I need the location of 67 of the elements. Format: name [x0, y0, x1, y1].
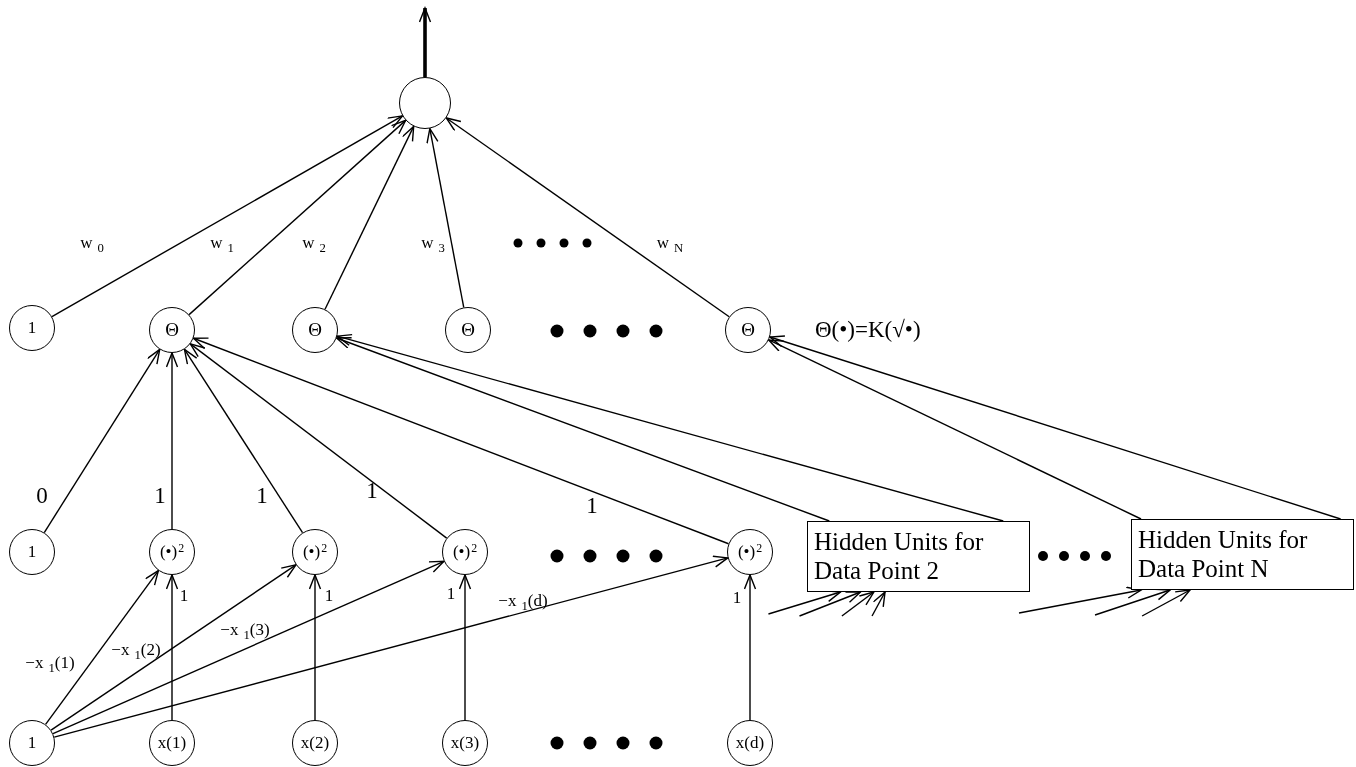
- arrow: [458, 574, 472, 721]
- edge-label: −x$_{1}$(d): [498, 592, 548, 614]
- arrow: [335, 337, 830, 522]
- arrow: [50, 564, 297, 731]
- arrow: [768, 339, 1142, 520]
- edge-label: 1: [366, 478, 378, 502]
- edge-label: w$_{2}$: [302, 234, 326, 256]
- output-circle: [399, 77, 451, 129]
- arrow: [871, 591, 886, 617]
- unit-circle: 1: [9, 305, 55, 351]
- hidden-units-box: Hidden Units for Data Point N: [1131, 519, 1354, 590]
- unit-circle: Θ: [292, 307, 338, 353]
- arrow: [841, 591, 875, 617]
- edge-label: −x$_{1}$(1): [25, 654, 75, 676]
- unit-circle: 1: [9, 529, 55, 575]
- arrow: [52, 560, 445, 735]
- arrow: [769, 335, 1342, 520]
- arrow: [165, 352, 179, 530]
- arrow: [51, 115, 404, 318]
- arrow: [44, 569, 160, 726]
- arrow: [43, 348, 161, 534]
- arrow: [189, 343, 448, 539]
- edge-label: 1: [446, 584, 456, 602]
- arrow: [192, 337, 730, 545]
- arrow: [336, 333, 1004, 522]
- edge-label: 1: [154, 483, 166, 507]
- arrow: [188, 119, 407, 316]
- edge-label: 1: [586, 493, 598, 517]
- arrow: [445, 117, 730, 318]
- unit-circle: x(3): [442, 720, 488, 766]
- edge-label: 1: [256, 483, 268, 507]
- arrow: [53, 555, 729, 738]
- arrow: [798, 591, 862, 617]
- unit-circle: Θ: [725, 307, 771, 353]
- unit-circle: x(d): [727, 720, 773, 766]
- arrow: [1141, 589, 1191, 617]
- edge-label: 0: [36, 483, 48, 507]
- unit-circle: (•)$^{2}$: [727, 529, 773, 575]
- arrow: [426, 127, 465, 309]
- edge-label: −x$_{1}$(3): [220, 621, 270, 643]
- unit-circle: Θ: [445, 307, 491, 353]
- arrow: [324, 125, 415, 310]
- arrow: [183, 348, 304, 534]
- unit-circle: (•)$^{2}$: [442, 529, 488, 575]
- hidden-units-box: Hidden Units for Data Point 2: [807, 521, 1030, 592]
- arrow: [1018, 586, 1142, 614]
- arrow: [743, 574, 757, 721]
- arrow: [308, 574, 322, 721]
- unit-circle: 1: [9, 720, 55, 766]
- edge-label: −x$_{1}$(2): [111, 641, 161, 663]
- arrow: [165, 574, 179, 721]
- edge-label: w$_{N}$: [656, 234, 684, 256]
- unit-circle: Θ: [149, 307, 195, 353]
- edge-label: w$_{0}$: [80, 234, 104, 256]
- arrow: [767, 590, 842, 615]
- edge-label: 1: [732, 588, 742, 606]
- edge-label: w$_{3}$: [421, 234, 445, 256]
- formula-label: Θ(•)=K(√•): [815, 318, 921, 341]
- edge-label: w$_{1}$: [210, 234, 234, 256]
- arrow: [418, 7, 432, 77]
- unit-circle: x(2): [292, 720, 338, 766]
- edge-label: 1: [179, 586, 189, 604]
- edge-label: 1: [324, 586, 334, 604]
- unit-circle: (•)$^{2}$: [149, 529, 195, 575]
- arrow: [1094, 588, 1171, 616]
- unit-circle: (•)$^{2}$: [292, 529, 338, 575]
- unit-circle: x(1): [149, 720, 195, 766]
